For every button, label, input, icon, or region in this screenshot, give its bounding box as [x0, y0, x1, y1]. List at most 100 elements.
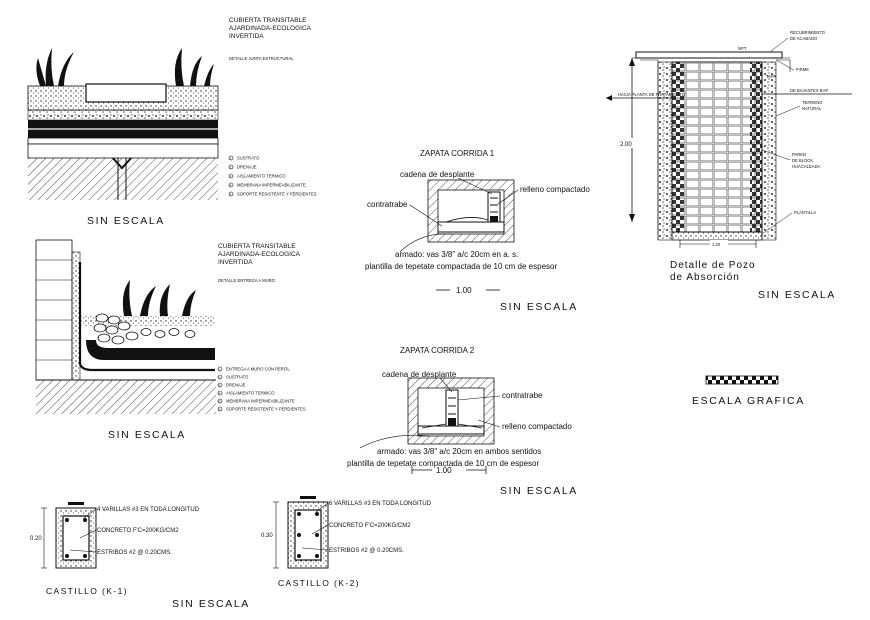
vegetation-grass [36, 48, 214, 86]
castillo-k2-concreto: CONCRETO F'C=200KG/CM2 [329, 523, 411, 529]
pozo-block-wall [671, 61, 763, 233]
svg-text:MEMBRANA IMPERMEABILIZANTE: MEMBRANA IMPERMEABILIZANTE [226, 399, 295, 404]
pozo-pared-3: HUACALEADA [792, 164, 821, 169]
drainage-layer [27, 109, 219, 121]
support-slab [27, 143, 219, 159]
detail-2-scale: SIN ESCALA [108, 429, 186, 441]
svg-text:4: 4 [230, 183, 232, 187]
legend-item: 2 DRENAJE [228, 165, 257, 170]
detail-entrega-muro: CUBIERTA TRANSITABLE AJARDINADA-ECOLOGIC… [35, 239, 306, 441]
pozo-soil-left [657, 61, 673, 241]
membrane-layer [78, 262, 215, 372]
planter-box [85, 83, 167, 103]
detail-2-title: CUBIERTA TRANSITABLE AJARDINADA-ECOLOGIC… [218, 243, 301, 283]
zapata-1-dimension: 1.00 [436, 286, 500, 295]
zapata-2-contratrabe-label: contratrabe [502, 391, 543, 400]
scale-bar [705, 375, 779, 385]
castillo-k2-varillas: 6 VARILLAS #3 EN TODA LONGITUD [329, 501, 432, 507]
zapata-1-relleno-label: relleno compactado [520, 185, 590, 194]
legend-item: 2 SUSTRATO [217, 375, 249, 380]
pozo-recubrimiento-1: RECUBRIMIENTO [790, 30, 826, 35]
castillos-scale: SIN ESCALA [172, 598, 250, 610]
svg-text:1: 1 [230, 156, 232, 160]
svg-text:3: 3 [219, 383, 221, 387]
svg-text:2: 2 [230, 165, 232, 169]
pozo-absorcion: RECUBRIMIENTO DE ACABADO NPT FIRME TAPA … [606, 30, 852, 301]
detail-2-title-line-2: AJARDINADA-ECOLOGICA [218, 251, 301, 258]
pozo-plantilla [671, 231, 763, 241]
legend-item: 3 AISLAMIENTO TERMICO [228, 174, 286, 179]
zapata-1-plantilla-label: plantilla de tepetate compactada de 10 c… [365, 262, 557, 271]
legend-item: 5 SOPORTE RESISTENTE Y PERDIENTES [228, 192, 317, 197]
zapata-2-armado-label: armado: vas 3/8" a/c 20cm en ambos senti… [377, 447, 541, 456]
castillo-k1-concreto: CONCRETO F'C=200KG/CM2 [97, 528, 179, 534]
svg-text:3: 3 [230, 174, 232, 178]
pozo-title-2: de Absorción [670, 272, 740, 283]
castillo-k1-dimension: 0.20 [30, 536, 42, 542]
pozo-height-dimension: 2.00 [619, 58, 645, 222]
pozo-pared-2: DE BLOCK [792, 158, 813, 163]
svg-text:DRENAJE: DRENAJE [237, 165, 257, 170]
pozo-plantilla-label: PLANTILLA [794, 210, 816, 215]
detail-1-subtitle: DETALLE JUNTA ESTRUCTURAL [229, 56, 294, 61]
zapata-1-scale: SIN ESCALA [500, 301, 578, 313]
svg-text:6: 6 [219, 407, 221, 411]
svg-text:DRENAJE: DRENAJE [226, 383, 246, 388]
pozo-block-checker [672, 62, 762, 232]
pozo-height: 2.00 [620, 142, 632, 148]
svg-text:SOPORTE RESISTENTE Y PERDIENTE: SOPORTE RESISTENTE Y PERDIENTES [237, 192, 317, 197]
castillo-k1-varillas: 4 VARILLAS #3 EN TODA LONGITUD [97, 507, 200, 513]
escala-grafica-label: ESCALA GRAFICA [692, 395, 805, 407]
zapata-1-contratrabe-label: contratrabe [367, 200, 408, 209]
zapata-2-dimension: 1.00 [411, 466, 487, 475]
ground-hatch [36, 380, 216, 414]
zapata-corrida-2: ZAPATA CORRIDA 2 cadena de desplante con… [347, 346, 578, 497]
pozo-scale: SIN ESCALA [758, 289, 836, 301]
castillo-k2-dimension: 0.30 [261, 533, 273, 539]
pozo-tapa: TAPA [766, 74, 777, 79]
detail-1-title: CUBIERTA TRANSITABLE AJARDINADA-ECOLOGIC… [229, 17, 312, 61]
detail-1-scale: SIN ESCALA [87, 215, 165, 227]
zapata-1-title: ZAPATA CORRIDA 1 [420, 149, 495, 158]
pozo-width: 1.20 [712, 242, 721, 247]
pozo-npt: NPT [738, 46, 747, 51]
pozo-terreno-2: NATURAL [802, 106, 822, 111]
zapata-2-plantilla-label: plantilla de tepetate compactada de 10 c… [347, 459, 539, 468]
substrate-layer [80, 316, 215, 326]
zapata-2-title: ZAPATA CORRIDA 2 [400, 346, 475, 355]
zapata-2-width: 1.00 [436, 466, 452, 475]
svg-text:SUSTRATO: SUSTRATO [226, 375, 249, 380]
svg-text:5: 5 [230, 192, 232, 196]
pozo-bajantes: DE BAJANTES BAP [790, 88, 828, 93]
membrane-layer [27, 137, 219, 145]
pozo-terreno-1: TERRENO [802, 100, 823, 105]
insulation-layer [86, 340, 215, 360]
pozo-pared-1: PARED [792, 152, 806, 157]
castillo-k2: 0.30 6 VARILLAS #3 EN TODA LONGITUD CONC… [261, 496, 432, 588]
drainage-stones [93, 313, 196, 345]
zapata-2-scale: SIN ESCALA [500, 485, 578, 497]
detail-2-title-line-3: INVERTIDA [218, 259, 253, 266]
castillo-k1: 0.20 4 VARILLAS #3 EN TODA LONGITUD CONC… [30, 502, 200, 596]
zapata-1-footing [437, 221, 505, 233]
pozo-title-1: Detalle de Pozo [670, 260, 756, 271]
legend-item: 3 DRENAJE [217, 383, 246, 388]
zapata-corrida-1: ZAPATA CORRIDA 1 cadena de desplante rel… [365, 149, 590, 313]
svg-text:2: 2 [219, 375, 221, 379]
castillo-k2-title: CASTILLO (K-2) [278, 578, 360, 588]
svg-text:MEMBRANA IMPERMEABILIZANTE: MEMBRANA IMPERMEABILIZANTE [237, 183, 306, 188]
svg-text:AISLAMIENTO TERMICO: AISLAMIENTO TERMICO [237, 174, 286, 179]
detail-junta-estructural: CUBIERTA TRANSITABLE AJARDINADA-ECOLOGIC… [27, 17, 317, 227]
brick-wall [35, 239, 81, 381]
vegetation-grass [122, 280, 196, 316]
castillo-k1-estribos: ESTRIBOS #2 @ 0.20CMS. [97, 550, 172, 556]
detail-1-title-line-1: CUBIERTA TRANSITABLE [229, 17, 307, 24]
zapata-2-relleno-label: relleno compactado [502, 422, 572, 431]
